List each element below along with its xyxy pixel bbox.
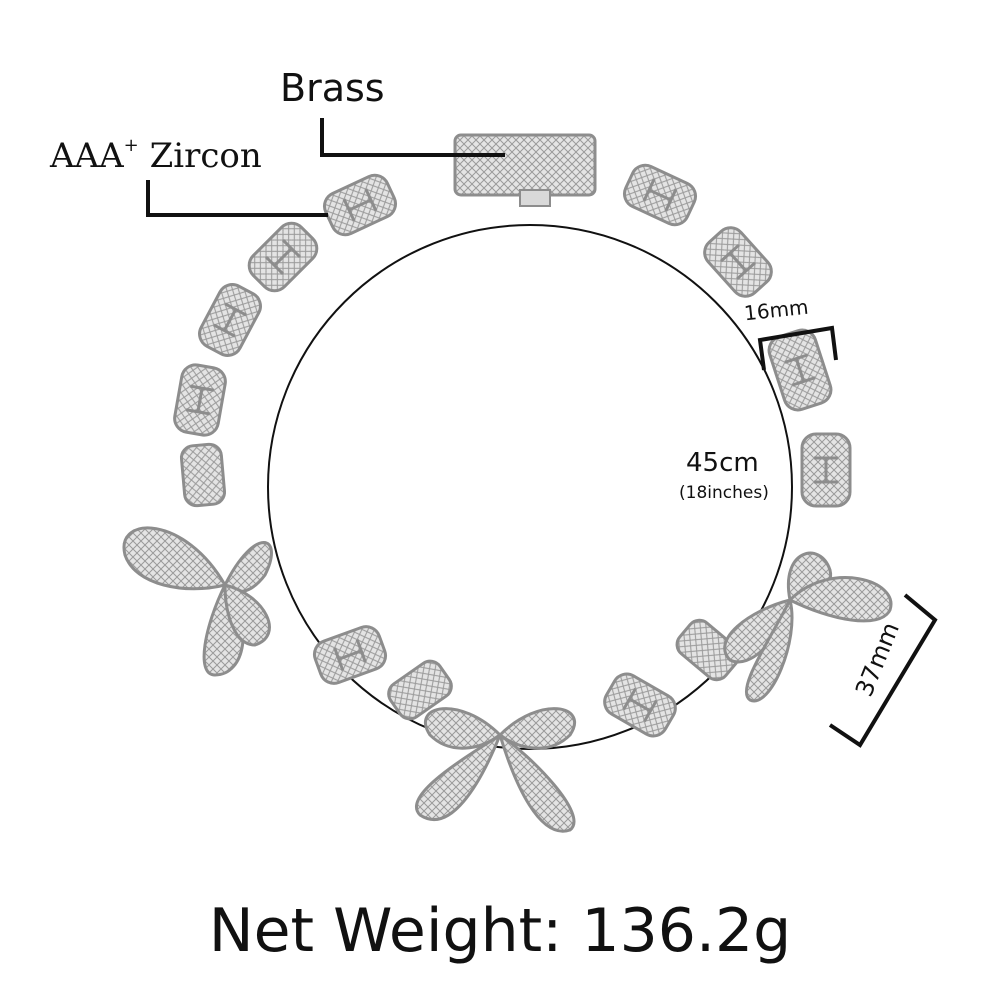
- chain-links: [173, 163, 852, 738]
- chain-link: [603, 672, 677, 738]
- stone-suffix: Zircon: [138, 136, 262, 176]
- zircon-callout-line: [146, 180, 328, 217]
- material-label: Brass: [280, 66, 385, 110]
- chain-link: [247, 221, 319, 293]
- stone-prefix: AAA: [50, 136, 124, 176]
- chain-link: [322, 173, 398, 237]
- chain-link: [703, 226, 773, 298]
- chain-link: [767, 328, 833, 412]
- chain-link: [675, 618, 741, 682]
- net-weight-label: Net Weight: 136.2g: [208, 896, 792, 966]
- chain-link: [179, 442, 227, 508]
- box-clasp: [453, 133, 597, 207]
- butterfly-charm-left: [122, 526, 273, 677]
- chain-link: [312, 625, 388, 685]
- chain-link: [622, 163, 698, 227]
- butterfly-charm-right: [723, 551, 893, 703]
- chain-link: [387, 659, 453, 721]
- length-cm-label: 45cm: [686, 448, 759, 478]
- stone-grade-sup: +: [123, 134, 139, 156]
- chain-link: [173, 363, 227, 437]
- link-width-bracket: [757, 325, 838, 371]
- butterfly-charm-center: [415, 707, 577, 833]
- butterfly-width-bracket: [828, 593, 938, 748]
- stone-label: AAA+ Zircon: [50, 134, 262, 176]
- chain-link: [198, 283, 262, 357]
- brass-callout-line: [320, 118, 505, 157]
- length-inch-label: (18inches): [679, 483, 769, 503]
- chain-link: [800, 432, 852, 508]
